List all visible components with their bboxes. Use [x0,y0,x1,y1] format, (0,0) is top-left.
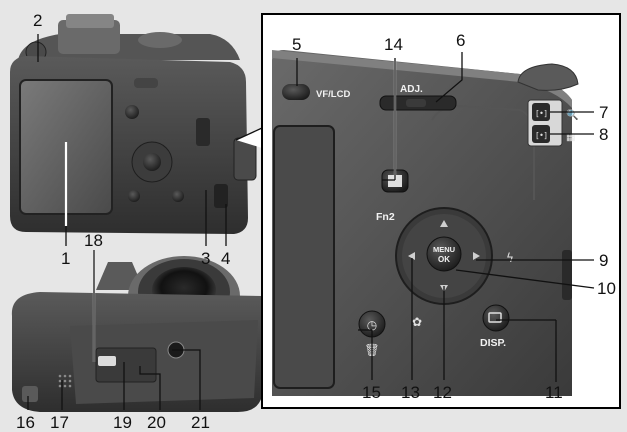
callout-1: 1 [61,249,70,268]
disp-button[interactable] [172,190,184,202]
callout-9: 9 [599,251,608,270]
callout-6: 6 [456,31,465,50]
closeup-top-edge [272,50,572,108]
up-arrow-icon [440,220,448,227]
camera-top-plate [18,34,240,60]
callout-5: 5 [292,35,301,54]
right-arrow-icon[interactable] [473,252,480,260]
callout-14: 14 [384,35,403,54]
fn2-label: Fn2 [376,211,395,223]
left-arrow-icon[interactable] [408,252,415,260]
camera-back-view [10,14,257,246]
vf-lcd-button[interactable] [282,84,310,100]
adj-lever-knob [406,99,426,107]
zoom-out-button[interactable] [532,125,550,143]
flash-top [66,14,114,28]
callout-3: 3 [201,249,210,268]
callout-13: 13 [401,383,420,402]
thumbnail-icon: ▦ [566,132,575,143]
menu-label: MENU [433,245,455,254]
menu-ok-button[interactable] [143,153,161,171]
callout-11: 11 [545,383,563,402]
zoom-in-icon: [•] [536,109,547,118]
ok-label: OK [438,255,450,264]
callout-2: 2 [33,11,42,30]
callout-15: 15 [362,383,381,402]
magnify-icon: 🔍 [566,108,578,121]
closeup-strap-eyelet [562,250,572,300]
callout-10: 10 [597,279,616,298]
zoom-in-button[interactable] [532,103,550,121]
zoom-connector [236,128,262,148]
callout-12: 12 [433,383,452,402]
callout-8: 8 [599,125,608,144]
strap-eyelet [214,184,228,208]
bottom-plate [70,320,258,404]
speaker-grille [58,374,72,388]
closeup-lcd [273,125,335,389]
callout-7: 7 [599,103,608,122]
macro-icon: ✿ [412,315,422,329]
menu-ok-button-closeup[interactable] [426,236,462,272]
flash-housing [58,20,120,54]
disp-label: DISP. [480,337,506,349]
closeup-mode-dial[interactable] [517,63,579,91]
self-timer-icon: ◷ [367,318,378,332]
detail-panel: VF/LCD ADJ. [•] [•] 🔍 ▦ Fn2 MENU OK ϟ ✿ … [235,13,621,409]
callout-17: 17 [50,413,69,432]
camera-bottom-view [11,250,269,412]
callout-19: 19 [113,413,132,432]
zoom-out-icon: [•] [536,131,547,140]
zoom-buttons[interactable] [196,118,210,146]
battery-lock[interactable] [98,356,116,366]
disp-button-closeup[interactable] [482,304,510,332]
callout-numbers: 2 1 3 4 18 16 17 19 20 21 5 14 6 7 8 9 1… [16,11,616,432]
playback-icon [388,175,402,187]
adj-label: ADJ. [400,84,423,95]
callout-18: 18 [84,231,103,250]
shutter-button[interactable] [138,32,182,48]
adj-lever[interactable] [134,78,158,88]
vf-lcd-label: VF/LCD [316,89,350,100]
bottom-strap-eyelet [22,386,38,402]
self-timer-button[interactable] [128,190,140,202]
disp-icon [488,312,502,323]
callout-20: 20 [147,413,166,432]
flash-icon: ϟ [506,251,514,265]
callout-4: 4 [221,249,230,268]
callout-16: 16 [16,413,35,432]
callout-21: 21 [191,413,210,432]
playback-button[interactable] [125,105,139,119]
